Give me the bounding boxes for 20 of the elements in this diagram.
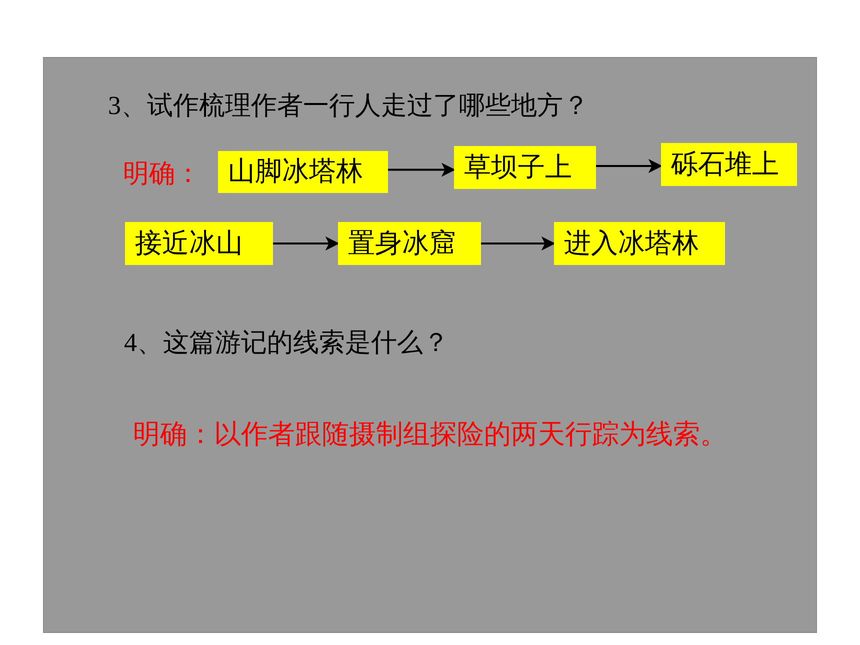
place-label: 砾石堆上 — [671, 150, 779, 180]
arrow — [596, 159, 662, 173]
question-text: 4、这篇游记的线索是什么？ — [124, 328, 449, 358]
place-box — [125, 222, 273, 265]
arrow — [481, 236, 556, 250]
place-box — [454, 146, 596, 189]
question-text: 3、试作梳理作者一行人走过了哪些地方？ — [108, 92, 589, 120]
place-box — [554, 222, 725, 265]
arrow — [273, 236, 340, 250]
place-label: 山脚冰塔林 — [228, 157, 363, 187]
place-label: 接近冰山 — [135, 228, 243, 258]
answer-text: 明确：以作者跟随摄制组探险的两天行踪为线索。 — [133, 420, 727, 450]
place-label: 置身冰窟 — [348, 228, 456, 258]
place-box — [338, 222, 481, 265]
arrow — [388, 162, 456, 177]
answer-label: 明确： — [123, 158, 201, 188]
place-label: 进入冰塔林 — [564, 228, 699, 258]
place-box — [661, 143, 797, 186]
place-label: 草坝子上 — [464, 152, 572, 182]
place-box — [218, 151, 388, 193]
